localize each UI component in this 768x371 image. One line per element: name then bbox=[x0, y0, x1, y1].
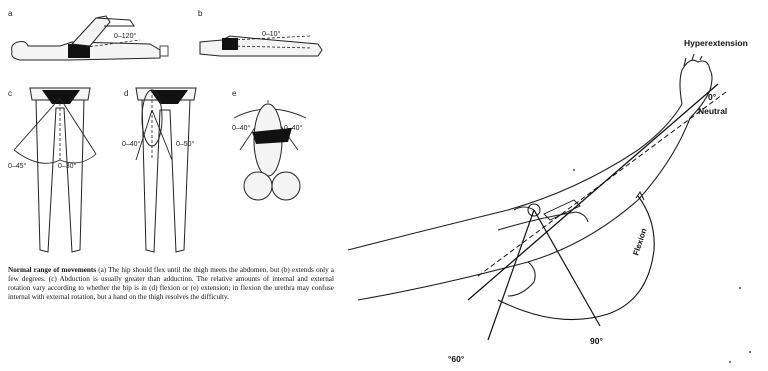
panel-e-internal-angle: 0–40° bbox=[232, 124, 251, 132]
hip-range-of-motion-figure: a 0–120° b 0–10° c bbox=[0, 0, 338, 371]
leg-rom-illustration: Hyperextension 0° Neutral Flexion 90° °6… bbox=[338, 0, 768, 371]
panel-c-abduction-adduction: c 0–45° 0–30° bbox=[8, 88, 96, 252]
ninety-degree-label: 90° bbox=[590, 336, 603, 346]
hyperextension-line bbox=[478, 92, 726, 276]
leg-outline bbox=[348, 54, 712, 300]
panel-a-flexion: a 0–120° bbox=[8, 9, 168, 60]
hip-rom-illustration: a 0–120° b 0–10° c bbox=[0, 0, 338, 371]
caption-lead: Normal range of movements bbox=[8, 266, 96, 274]
flexion-arc bbox=[498, 196, 654, 320]
panel-d-rotation-flexion: d 0–40° 0–50° bbox=[122, 88, 196, 252]
panel-a-letter: a bbox=[8, 9, 13, 18]
panel-b-angle: 0–10° bbox=[262, 30, 281, 38]
panel-c-abduction-angle: 0–45° bbox=[8, 162, 27, 170]
panel-b-extension: b 0–10° bbox=[198, 9, 322, 56]
leg-flexion-diagram: Hyperextension 0° Neutral Flexion 90° °6… bbox=[338, 0, 768, 371]
panel-d-internal-angle: 0–40° bbox=[122, 140, 141, 148]
ninety-degree-line bbox=[534, 210, 600, 326]
figure-caption: Normal range of movements (a) The hip sh… bbox=[8, 266, 334, 302]
hyperextension-label: Hyperextension bbox=[684, 38, 748, 48]
panel-d-external-angle: 0–50° bbox=[176, 140, 195, 148]
zero-degree-label: 0° bbox=[708, 92, 717, 102]
panel-e-letter: e bbox=[232, 89, 237, 98]
flexion-label: Flexion bbox=[631, 227, 648, 257]
sixty-degree-line bbox=[488, 210, 534, 340]
panel-d-letter: d bbox=[124, 89, 128, 98]
panel-e-external-angle: 0–40° bbox=[284, 124, 303, 132]
neutral-axis-line bbox=[468, 84, 718, 300]
panel-e-rotation-extension: e 0–40° 0–40° bbox=[232, 89, 306, 200]
panel-a-angle: 0–120° bbox=[114, 32, 136, 40]
panel-b-letter: b bbox=[198, 9, 203, 18]
neutral-label: Neutral bbox=[698, 106, 727, 116]
panel-c-adduction-angle: 0–30° bbox=[58, 162, 77, 170]
panel-c-letter: c bbox=[8, 89, 12, 98]
sixty-degree-label: °60° bbox=[448, 354, 465, 364]
